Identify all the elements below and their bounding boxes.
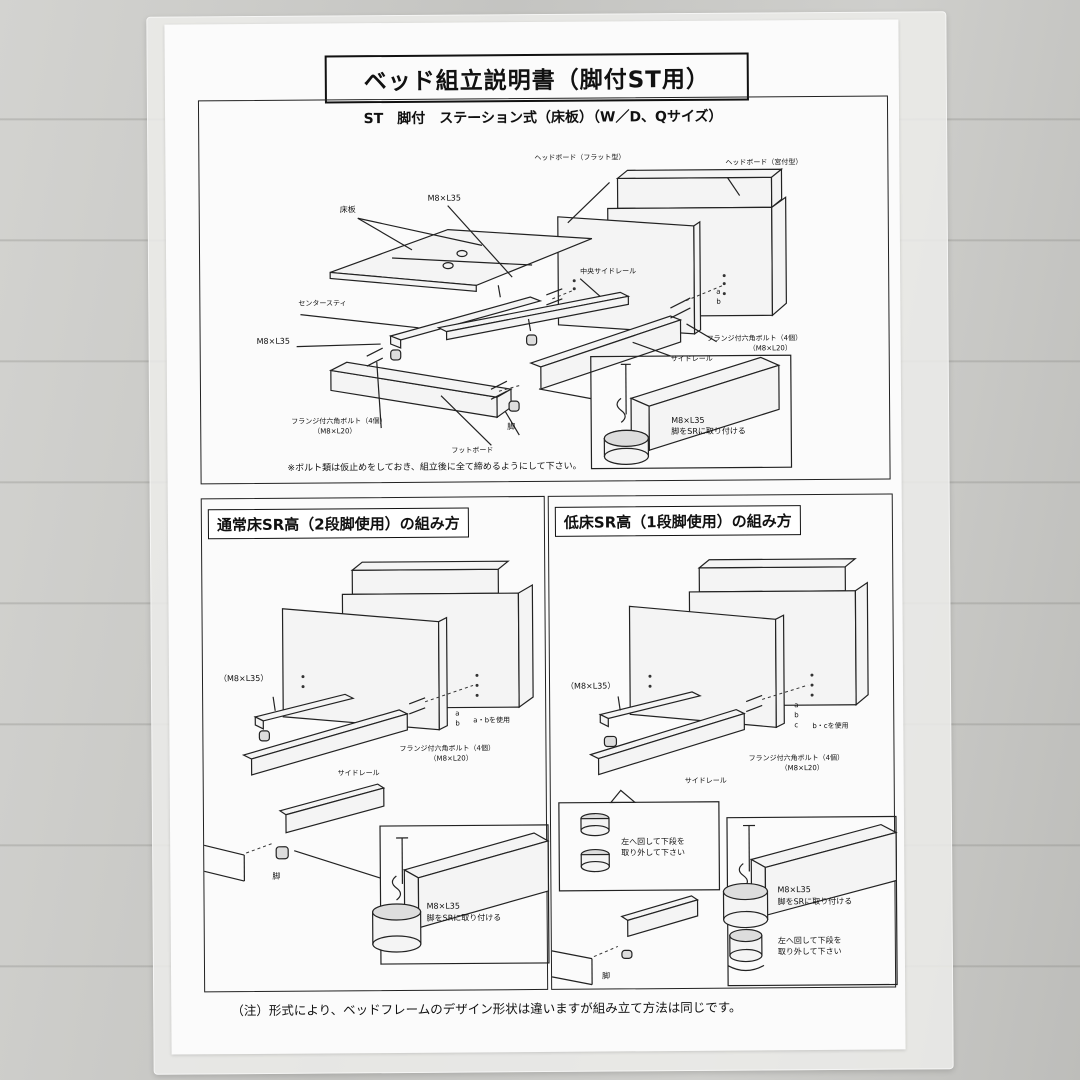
label-use-bc: b・cを使用	[812, 721, 849, 731]
label-bolt-m8l35-b: M8×L35	[256, 336, 291, 346]
label-flange-bolt-right-size: （M8×L20）	[748, 344, 792, 353]
label-bolt-m8l35-a: M8×L35	[427, 193, 462, 203]
label-center-side-rail: 中央サイドレール	[580, 267, 637, 276]
low-floor-diagram	[551, 558, 898, 987]
design-note-footer: （注）形式により、ベッドフレームのデザイン形状は違いますが組み立て方法は同じです…	[231, 999, 742, 1019]
bolt-note: ※ボルト類は仮止めをしておき、組立後に全て締めるようにして下さい。	[287, 461, 582, 474]
label-turn-left-1b: 取り外して下さい	[621, 847, 686, 858]
label-detail-bolt: M8×L35	[426, 901, 460, 911]
station-assembly-diagram	[296, 168, 793, 470]
label-flange-bolt: フランジ付六角ボルト（4個）	[748, 753, 845, 763]
label-leg: 脚	[602, 971, 611, 981]
normal-floor-panel: 通常床SR高（2段脚使用）の組み方	[200, 495, 550, 993]
label-leg: 脚	[507, 422, 516, 432]
label-bolt: （M8×L35）	[218, 673, 269, 684]
station-type-panel: ST 脚付 ステーション式（床板）（W／D、Qサイズ）	[197, 95, 891, 485]
label-headboard-flat: ヘッドボード（フラット型）	[534, 153, 626, 162]
label-floorboard: 床板	[339, 205, 356, 215]
label-hole-c: c	[794, 721, 799, 730]
label-hole-a: a	[716, 287, 721, 296]
label-side-rail: サイドレール	[337, 769, 380, 778]
document-title: ベッド組立説明書（脚付ST用）	[324, 52, 749, 104]
label-side-rail: サイドレール	[684, 776, 727, 785]
label-detail-bolt: M8×L35	[671, 415, 705, 426]
normal-floor-diagram	[204, 560, 550, 965]
label-side-rail: サイドレール	[670, 354, 713, 364]
instruction-sheet: ベッド組立説明書（脚付ST用） ST 脚付 ステーション式（床板）（W／D、Qサ…	[164, 19, 906, 1055]
label-detail-bolt: M8×L35	[777, 885, 811, 895]
label-turn-left-2: 左へ回して下段を	[777, 935, 842, 946]
label-detail-attach: 脚をSRに取り付ける	[777, 896, 853, 907]
label-detail-attach: 脚をSRに取り付ける	[671, 426, 746, 437]
label-turn-left-1: 左へ回して下段を	[621, 836, 685, 847]
label-hole-b: b	[794, 711, 799, 720]
label-flange-bolt-left: フランジ付六角ボルト（4個）	[291, 417, 387, 426]
label-detail-attach: 脚をSRに取り付ける	[426, 913, 502, 923]
label-flange-bolt-size: （M8×L20）	[429, 754, 473, 763]
label-headboard-shelf: ヘッドボード（宮付型）	[725, 158, 803, 167]
label-center-stay: センタースティ	[298, 299, 347, 308]
label-hole-b: b	[716, 297, 721, 306]
label-use-ab: a・bを使用	[473, 716, 511, 725]
label-turn-left-2b: 取り外して下さい	[777, 946, 842, 957]
label-leg: 脚	[272, 871, 281, 881]
low-floor-panel: 低床SR高（1段脚使用）の組み方	[547, 493, 898, 990]
label-hole-b: b	[455, 719, 460, 728]
label-hole-a: a	[455, 709, 460, 718]
label-footboard: フットボード	[451, 446, 494, 455]
label-flange-bolt-size: （M8×L20）	[780, 763, 824, 773]
label-flange-bolt-right: フランジ付六角ボルト（4個）	[706, 334, 803, 343]
label-hole-a: a	[794, 701, 799, 710]
label-bolt: （M8×L35）	[566, 681, 616, 691]
label-flange-bolt-left-size: （M8×L20）	[313, 427, 357, 436]
label-flange-bolt: フランジ付六角ボルト（4個）	[399, 744, 495, 753]
